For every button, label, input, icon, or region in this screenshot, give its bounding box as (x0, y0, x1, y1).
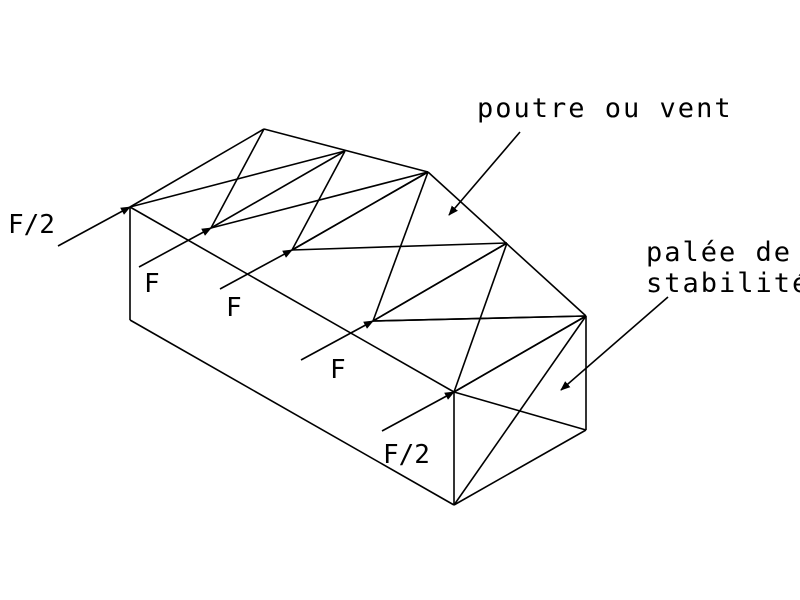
roof-transverse-1 (210, 150, 346, 229)
load-label-end-1: F/2 (8, 210, 55, 240)
roof-diagonal-3a (291, 171, 429, 251)
load-arrows (57, 206, 455, 432)
wind-beam-leader (448, 131, 521, 216)
roof-ridge-left-edge (129, 128, 265, 208)
load-label-mid-2: F (226, 293, 242, 323)
bracing-label-line1: palée de (646, 237, 792, 268)
roof-diagonal-4b (372, 315, 587, 322)
end-wall-diagonal-2 (453, 315, 587, 506)
load-arrow-mid-2 (219, 249, 293, 290)
wind-beam-label: poutre ou vent (477, 93, 733, 124)
load-arrow-mid-1 (138, 227, 212, 268)
roof-back-edge (263, 128, 429, 173)
load-arrow-end-2 (381, 391, 455, 432)
roof-diagonal-4a (453, 242, 508, 393)
load-arrow-end-1 (57, 206, 131, 247)
roof-transverse-3 (291, 242, 508, 251)
bottom-right-edge (453, 429, 587, 506)
load-label-mid-3: F (330, 355, 346, 385)
bottom-front-edge (129, 319, 455, 506)
roof-front-edge (129, 206, 455, 393)
load-label-end-2: F/2 (383, 440, 430, 470)
bracing-leader (560, 296, 669, 391)
wind-beam-bracing (129, 128, 587, 393)
roof-diagonal-1b (210, 128, 265, 229)
roof-diagonal-2b (291, 150, 346, 251)
roof-diagonal-5a (453, 315, 587, 393)
bracing-label-line2: stabilité (646, 268, 800, 299)
stability-bracing (453, 315, 587, 506)
callout-arrows (448, 131, 669, 391)
roof-diagonal-3b (372, 171, 429, 322)
roof-diagonal-5b (372, 242, 508, 322)
load-arrow-mid-3 (300, 320, 374, 361)
load-label-mid-1: F (144, 269, 160, 299)
